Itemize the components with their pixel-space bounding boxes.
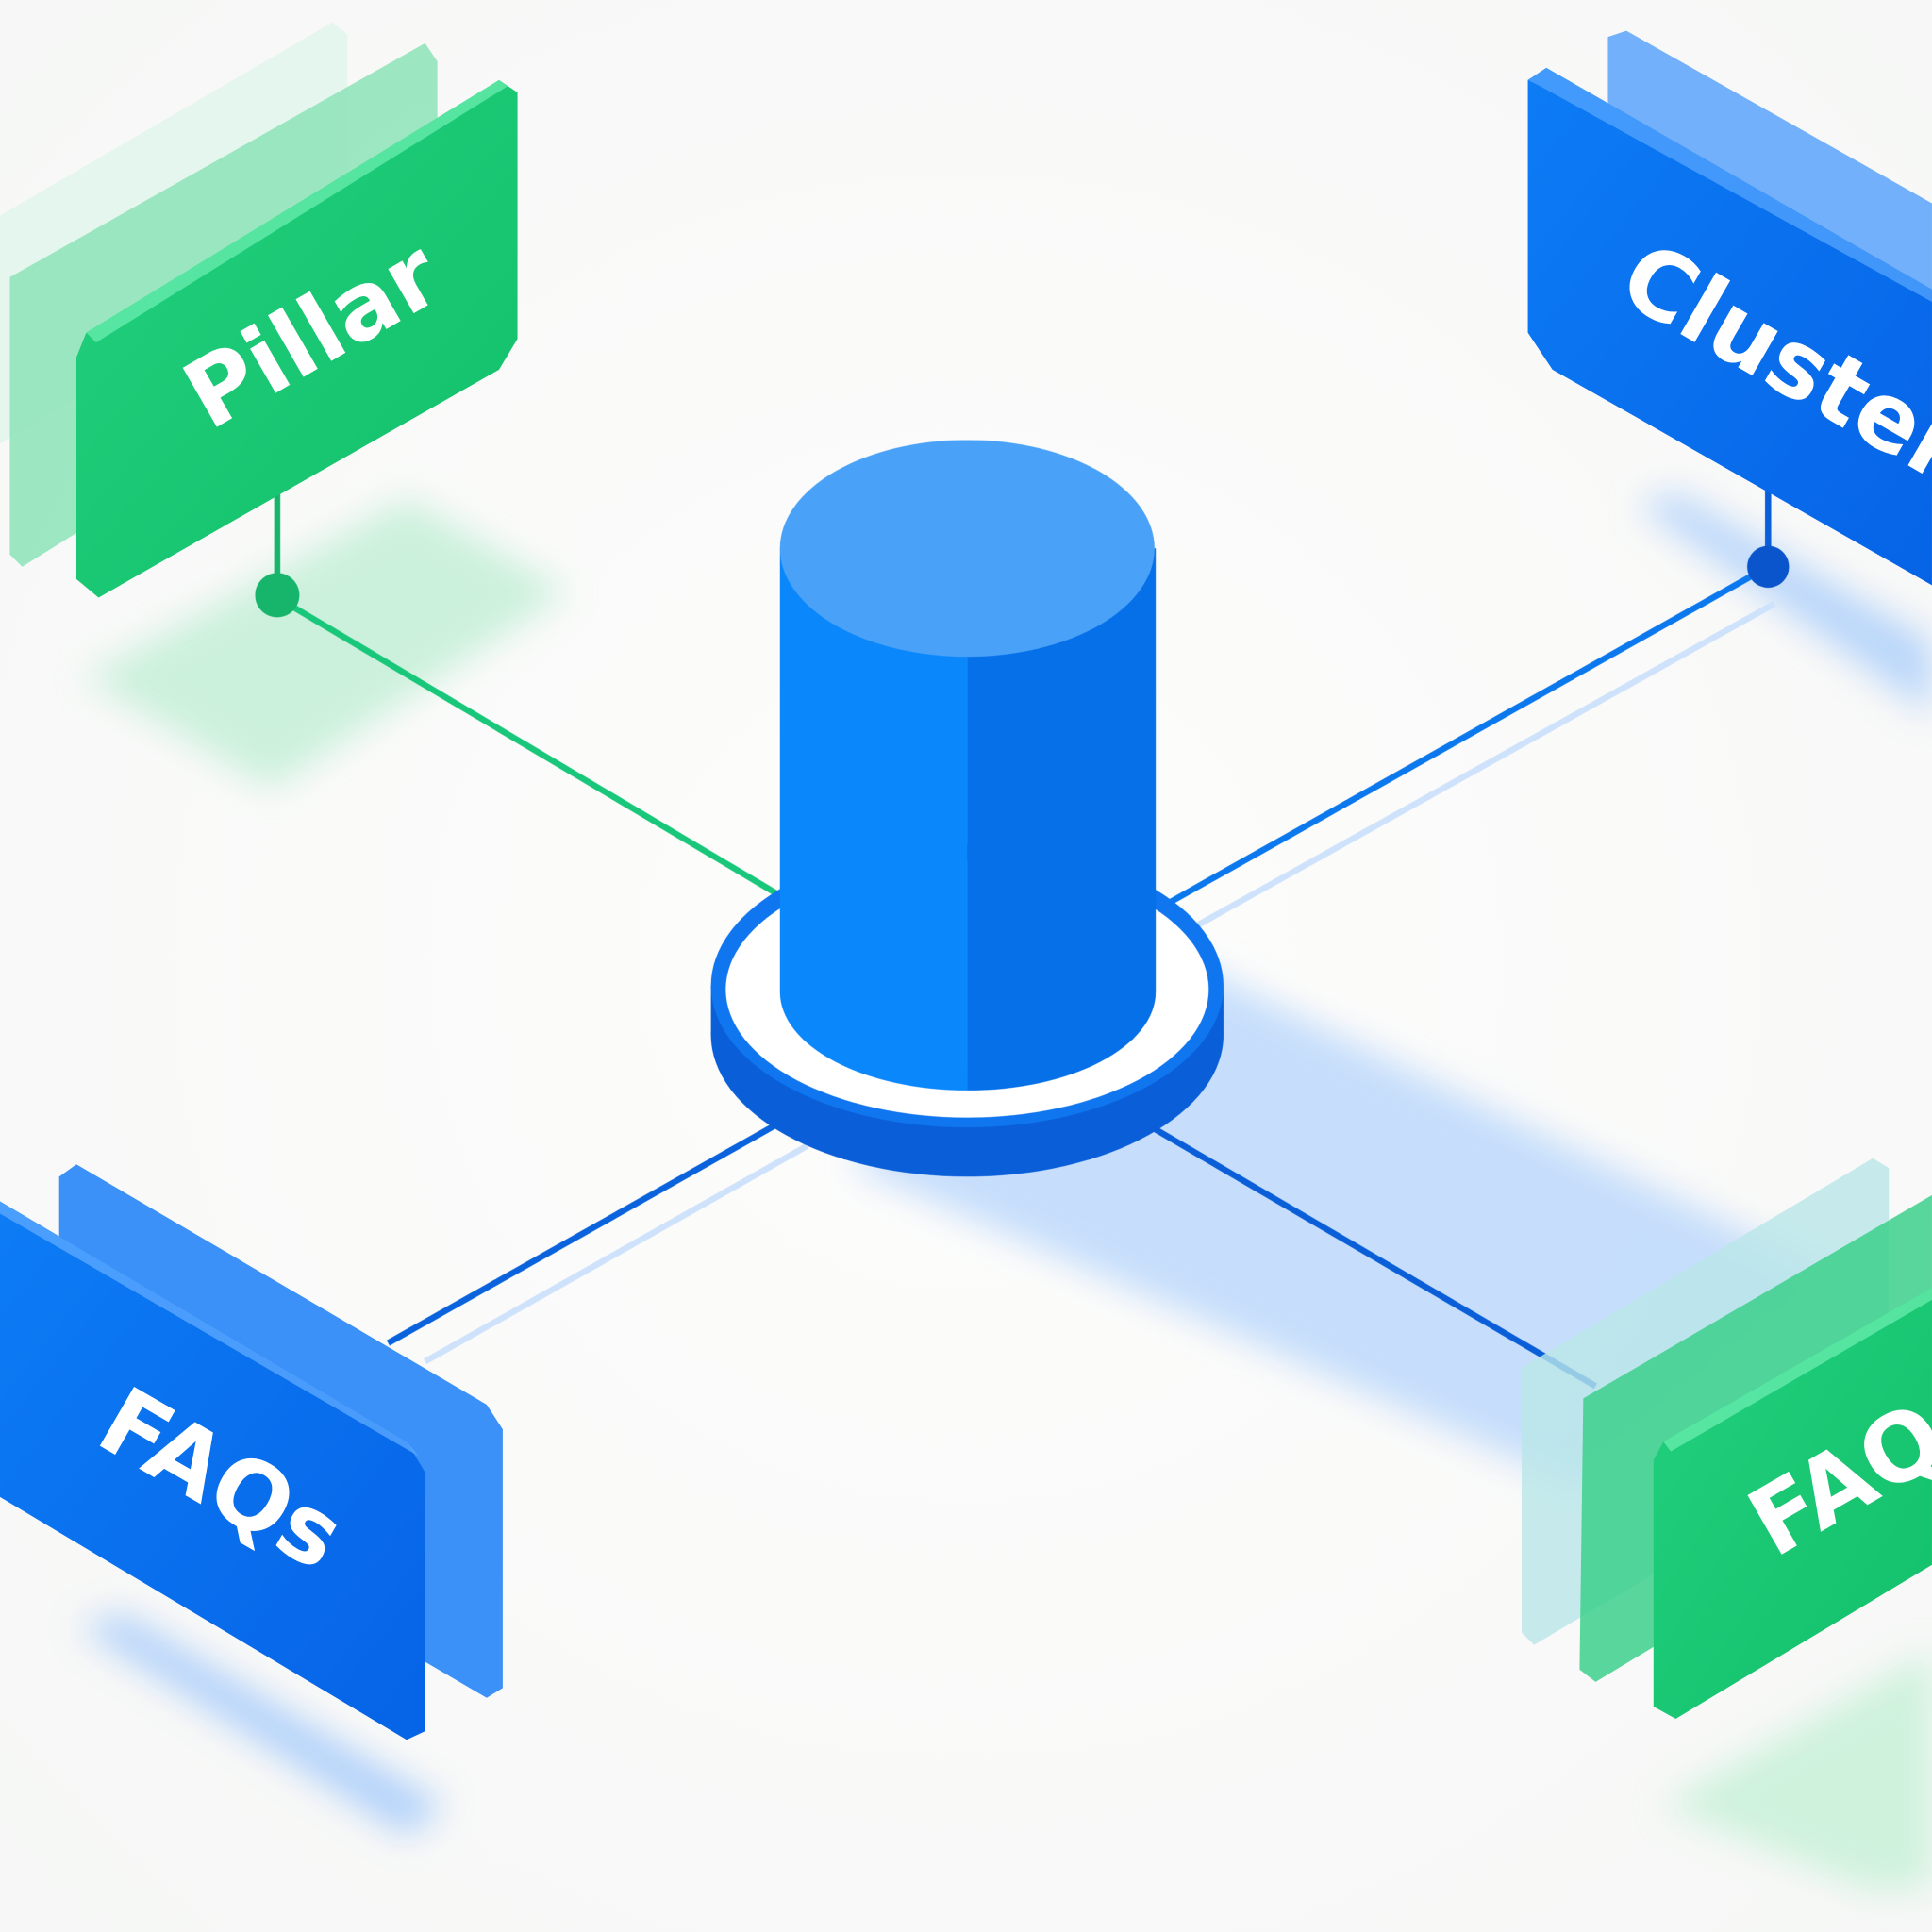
pillar-node[interactable]: Pillar [0,22,518,598]
faqs-node[interactable]: FAQs [0,1164,503,1740]
cluster-anchor-dot [1747,545,1790,589]
faq-node[interactable]: FAQ [1522,1158,1932,1720]
cluster-connector [1169,563,1770,905]
hub-top [779,440,1155,658]
faq-connector [1150,1124,1598,1390]
pillar-anchor-dot [255,573,300,618]
connectors [255,486,1790,1390]
hub-cylinder[interactable] [710,440,1224,1177]
pillar-connector [275,594,778,896]
cluster-node[interactable]: Cluster [1527,30,1932,586]
faqs-connector [386,1118,784,1346]
